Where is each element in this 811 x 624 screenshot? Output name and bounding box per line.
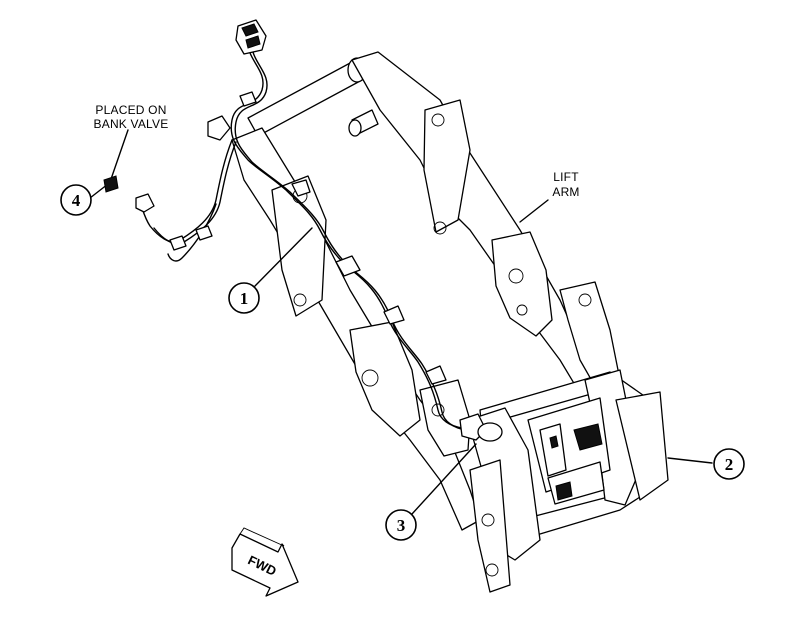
callout-1: 1 [228, 282, 260, 314]
callout-number-3: 3 [397, 516, 406, 535]
lift-arm-label-line1: LIFT [553, 170, 579, 184]
callout-4: 4 [60, 184, 92, 216]
leader-line-bank-valve [109, 129, 129, 183]
fwd-arrow: FWD [231, 527, 299, 597]
callout-3: 3 [385, 509, 417, 541]
callout-number-1: 1 [240, 289, 249, 308]
leader-line-1 [254, 227, 313, 287]
quick-attach-plate [467, 369, 669, 593]
callout-number-2: 2 [725, 455, 734, 474]
callout-2: 2 [713, 448, 745, 480]
bank-valve-label-line2: BANK VALVE [94, 117, 169, 131]
wiring-harness [135, 19, 503, 442]
leader-line-3 [411, 443, 477, 515]
bank-valve-part [103, 175, 119, 193]
leader-line-lift-arm [519, 199, 549, 223]
bank-valve-label-line1: PLACED ON [95, 103, 166, 117]
leader-line-2 [667, 457, 713, 464]
lift-arm-label-line2: ARM [552, 185, 579, 199]
callout-number-4: 4 [72, 191, 81, 210]
left-lift-arm [231, 127, 481, 531]
leader-lines [89, 129, 713, 515]
right-lift-arm [351, 51, 621, 411]
